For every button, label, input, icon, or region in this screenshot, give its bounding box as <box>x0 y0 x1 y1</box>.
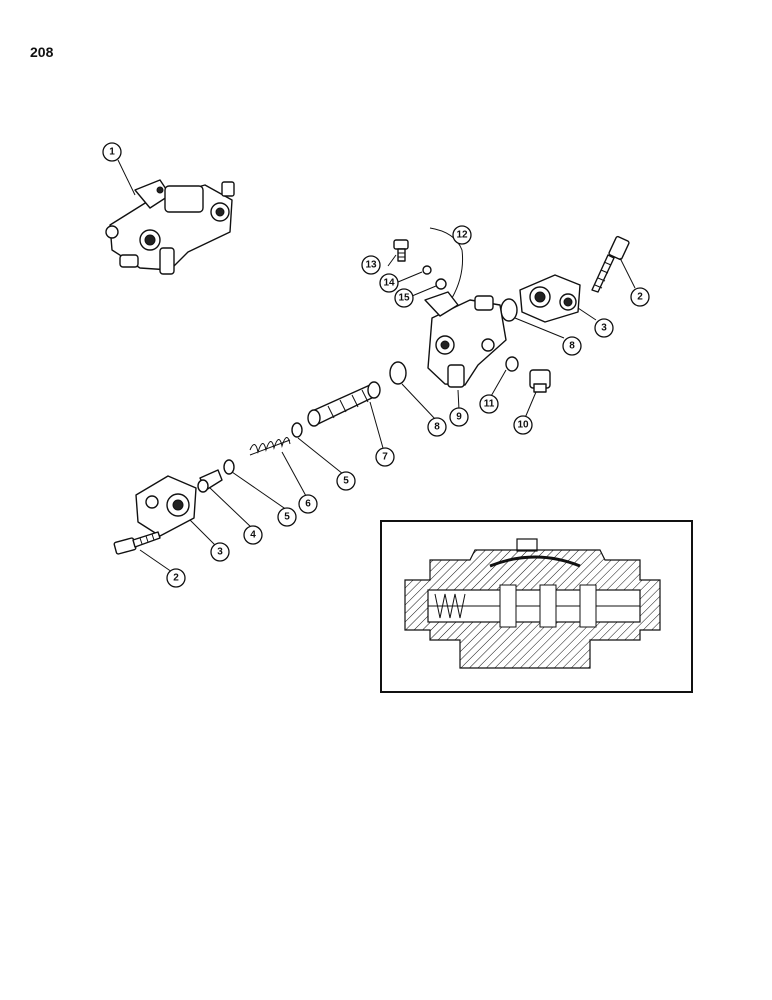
end-cover-right-drawing <box>519 274 581 323</box>
valve-body-drawing <box>424 291 507 388</box>
callout-3-left: 3 <box>210 542 230 562</box>
spring-drawing <box>249 437 291 456</box>
callout-15: 15 <box>394 288 414 308</box>
spool-drawing <box>307 381 381 427</box>
callout-13: 13 <box>361 255 381 275</box>
svg-text:12: 12 <box>456 230 468 241</box>
plug-drawing <box>393 239 409 262</box>
svg-text:13: 13 <box>365 260 377 271</box>
callout-7: 7 <box>375 447 395 467</box>
callout-4: 4 <box>243 525 263 545</box>
svg-text:4: 4 <box>250 530 256 541</box>
svg-text:2: 2 <box>173 573 179 584</box>
callout-8-upper: 8 <box>562 336 582 356</box>
o-ring-upper-drawing <box>500 298 518 322</box>
svg-text:3: 3 <box>217 547 223 558</box>
svg-text:5: 5 <box>343 476 349 487</box>
callout-8-lower: 8 <box>427 417 447 437</box>
svg-text:3: 3 <box>601 323 607 334</box>
plug-right-drawing <box>529 369 551 393</box>
svg-text:14: 14 <box>383 278 395 289</box>
svg-text:1: 1 <box>109 147 115 158</box>
small-o-ring-drawing <box>435 278 447 290</box>
callout-2-right: 2 <box>630 287 650 307</box>
o-ring-small-drawing <box>505 356 519 372</box>
ball-drawing <box>422 265 432 275</box>
cap-screw-right-drawing <box>591 235 630 293</box>
washer-lower-drawing <box>223 459 235 475</box>
svg-text:11: 11 <box>484 399 495 410</box>
callout-14: 14 <box>379 273 399 293</box>
svg-text:5: 5 <box>284 512 290 523</box>
callout-11: 11 <box>479 394 499 414</box>
callout-3-right: 3 <box>594 318 614 338</box>
svg-text:8: 8 <box>434 422 440 433</box>
svg-text:6: 6 <box>305 499 311 510</box>
stem-drawing <box>197 469 223 493</box>
callout-10: 10 <box>513 415 533 435</box>
svg-text:7: 7 <box>382 452 388 463</box>
sectional-view-inset <box>380 520 693 693</box>
callout-5-lower: 5 <box>277 507 297 527</box>
end-cover-left-drawing <box>135 475 197 537</box>
callout-2-left: 2 <box>166 568 186 588</box>
callout-5-upper: 5 <box>336 471 356 491</box>
callout-6: 6 <box>298 494 318 514</box>
svg-text:8: 8 <box>569 341 575 352</box>
svg-text:15: 15 <box>398 293 410 304</box>
svg-text:9: 9 <box>456 412 462 423</box>
callout-1: 1 <box>102 142 122 162</box>
cap-screw-left-drawing <box>113 531 161 555</box>
svg-text:2: 2 <box>637 292 643 303</box>
leader-lines <box>117 159 636 573</box>
callout-12: 12 <box>452 225 472 245</box>
callout-9: 9 <box>449 407 469 427</box>
o-ring-lower-drawing <box>389 361 407 385</box>
washer-upper-drawing <box>291 422 303 438</box>
valve-assembly-drawing <box>105 179 235 275</box>
svg-text:10: 10 <box>517 420 529 431</box>
page-number: 208 <box>30 44 54 60</box>
